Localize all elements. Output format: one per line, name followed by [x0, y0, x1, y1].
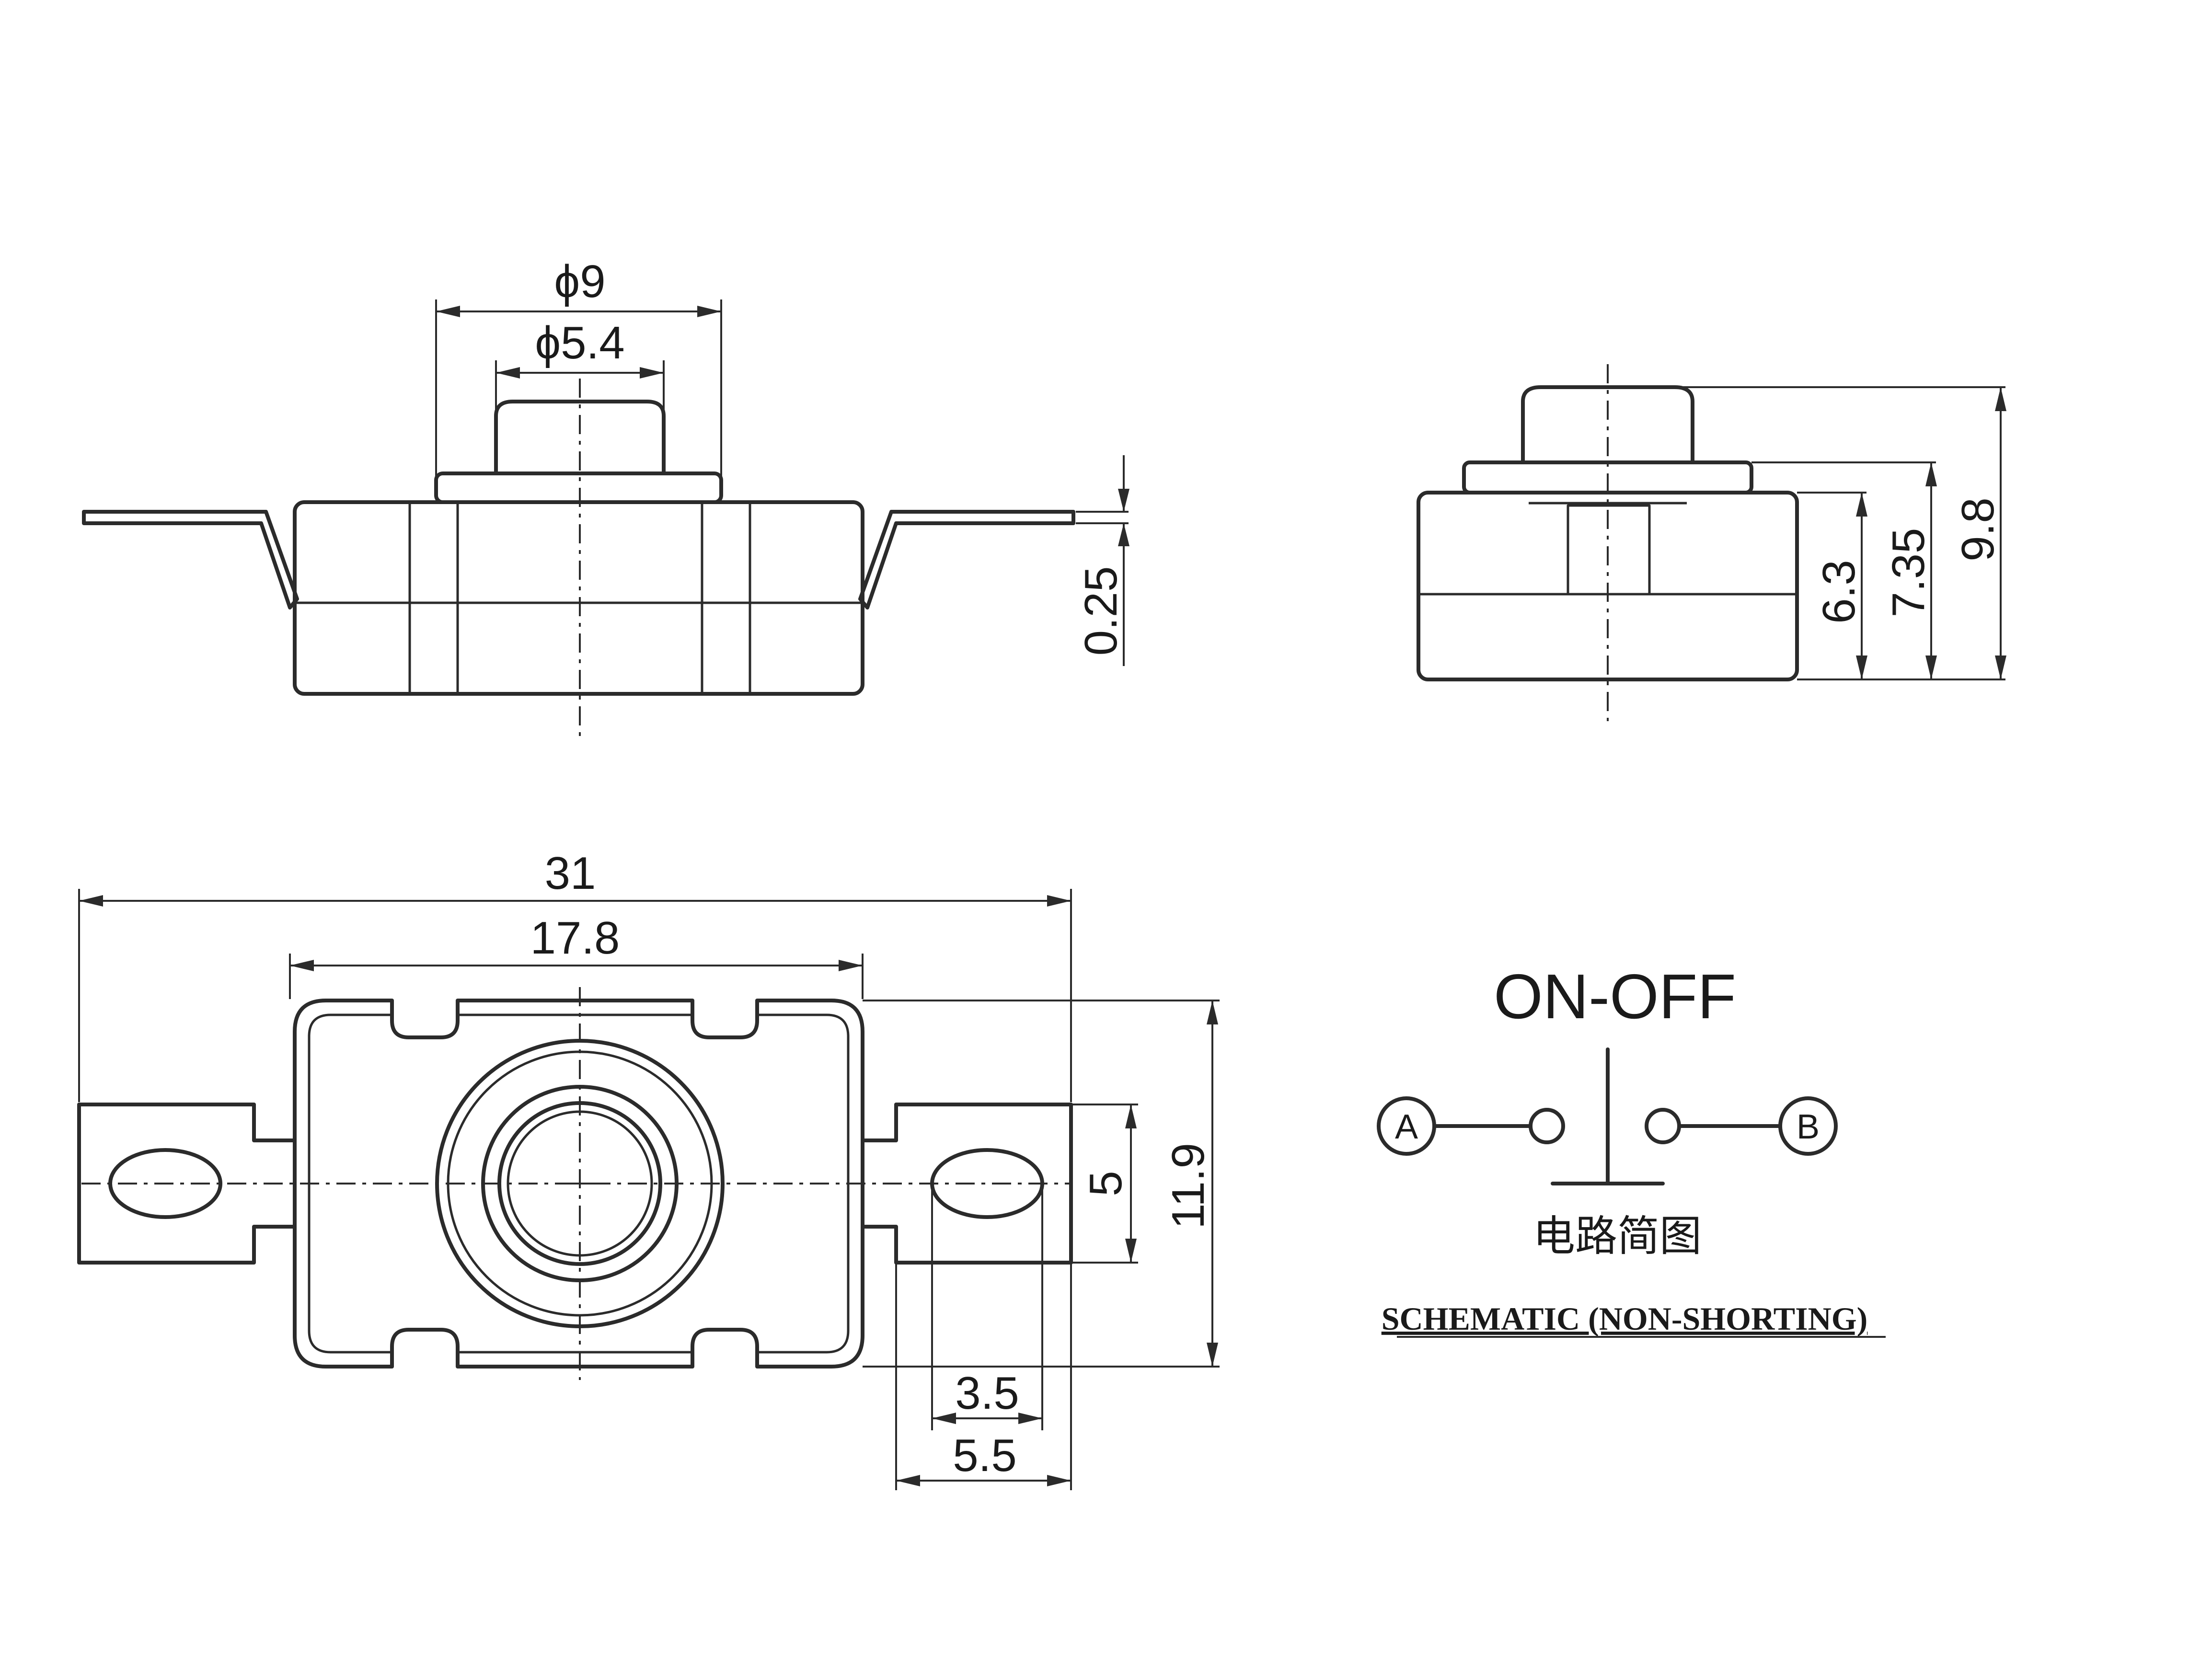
top-left-terminal: [77, 1103, 297, 1265]
dim-terminal-width: 5: [1080, 1171, 1131, 1196]
top-body-outline: [293, 999, 864, 1368]
side-view: 6.3 7.35 9.8: [1417, 364, 2006, 721]
schematic-title: ON-OFF: [1494, 961, 1736, 1032]
dim-terminal-length: 5.5: [953, 1430, 1016, 1481]
dim-body-width: 11.9: [1163, 1143, 1214, 1229]
dim-step-height: 7.35: [1883, 528, 1934, 618]
contact-b: [1645, 1108, 1681, 1144]
caption-en: SCHEMATIC (NON-SHORTING): [1382, 1300, 1868, 1337]
terminal-a-label: A: [1395, 1108, 1418, 1146]
top-view: 31 17.8 5 11.9 3.5 5.5: [77, 848, 1220, 1490]
contact-a: [1529, 1108, 1565, 1144]
dim-outer-dia: ϕ9: [554, 256, 605, 307]
front-view: ϕ9 ϕ5.4 0.25: [82, 256, 1129, 740]
dim-total-height: 9.8: [1952, 497, 2004, 561]
front-collar: [434, 472, 723, 504]
dim-body-height: 6.3: [1813, 560, 1865, 623]
dim-body-length: 17.8: [530, 912, 620, 964]
schematic: ON-OFF A B 电路简图 SCHEMATIC (NON-SHORTING): [1377, 961, 1886, 1338]
dim-slot-length: 3.5: [955, 1368, 1019, 1419]
caption-cn: 电路简图: [1533, 1211, 1702, 1261]
dim-terminal-thickness: 0.25: [1075, 566, 1127, 656]
terminal-b-label: B: [1797, 1108, 1820, 1146]
front-body: [293, 500, 864, 696]
dim-cap-dia: ϕ5.4: [535, 317, 624, 368]
dim-overall-length: 31: [545, 848, 596, 899]
terminal-b-circle: [1778, 1096, 1838, 1156]
front-right-terminal: [858, 510, 1075, 610]
front-left-terminal: [82, 510, 299, 610]
